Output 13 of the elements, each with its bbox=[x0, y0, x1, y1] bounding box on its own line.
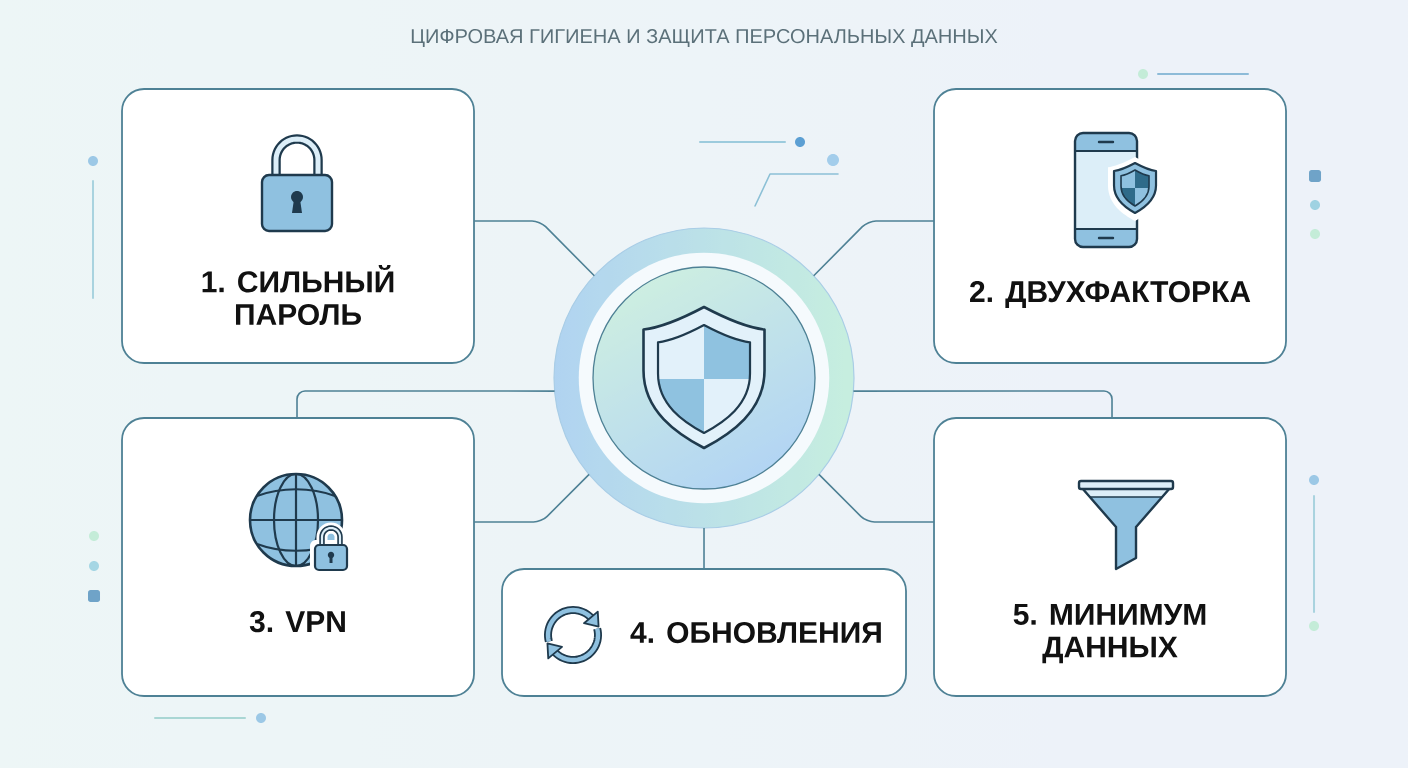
connector-line bbox=[296, 390, 556, 419]
connector-line bbox=[812, 220, 935, 277]
step-card: 1. СИЛЬНЫЙ ПАРОЛЬ bbox=[121, 88, 475, 364]
connector-line bbox=[703, 527, 705, 570]
connector-line bbox=[473, 473, 590, 523]
step-card: 2. ДВУХФАКТОРКА bbox=[933, 88, 1287, 364]
title: ЦИФРОВАЯ ГИГИЕНА И ЗАЩИТА ПЕРСОНАЛЬНЫХ ДАННЫХ bbox=[411, 29, 998, 47]
connector-line bbox=[473, 220, 596, 277]
connector-line bbox=[818, 473, 935, 523]
step-card: 5. МИНИМУМ ДАННЫХ bbox=[933, 417, 1287, 697]
step-card: 4. ОБНОВЛЕНИЯ bbox=[501, 568, 907, 697]
connector-line bbox=[852, 390, 1113, 419]
step-card: 3. VPN bbox=[121, 417, 475, 697]
